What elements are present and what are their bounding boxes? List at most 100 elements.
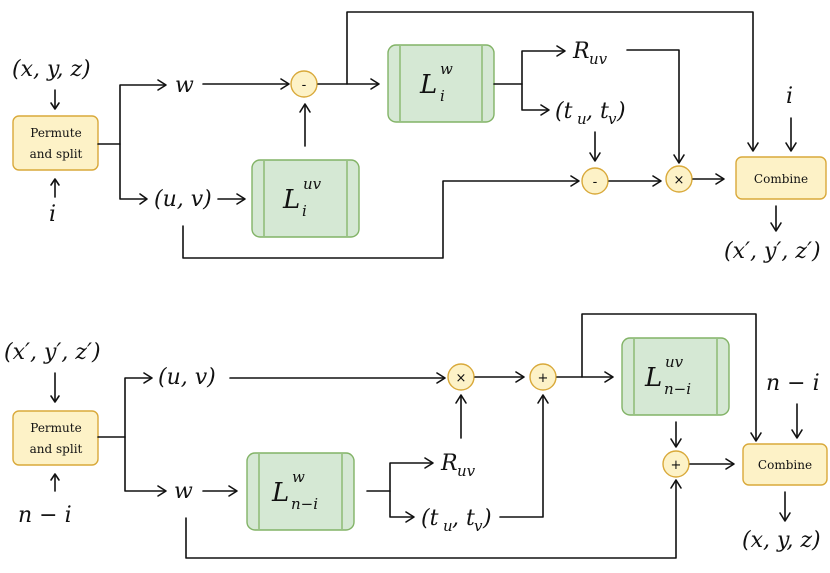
arrowhead — [455, 394, 467, 404]
bottom-combine-box — [742, 443, 828, 486]
top-t-close: ) — [616, 99, 626, 124]
top-t-comma: , t — [586, 99, 609, 124]
top-input-xyz: (x, y, z) — [12, 57, 91, 82]
arrowhead — [537, 394, 549, 404]
top-Lw-sub: i — [440, 87, 445, 105]
bottom-permute-label-1: Permute — [30, 421, 81, 435]
inverse-diagram: (x′, y′, z′) Permute and split n − i (u,… — [4, 313, 828, 559]
bottom-Luv-main: L — [644, 363, 662, 393]
arrowhead — [589, 152, 601, 162]
arrowhead — [725, 458, 735, 470]
arrowhead — [670, 438, 682, 448]
top-t-u: u — [577, 110, 587, 128]
top-R-sub: uv — [589, 50, 608, 68]
arrowhead — [515, 371, 525, 383]
wire-Lw-to-R — [493, 50, 565, 85]
bottom-plus2-op — [662, 450, 690, 478]
top-minus2-symbol: - — [593, 175, 598, 190]
bottom-plus2-symbol: + — [671, 458, 682, 473]
arrowhead — [228, 485, 238, 497]
top-minus-symbol: - — [302, 78, 307, 93]
wire-to-w — [124, 436, 166, 492]
arrowhead — [785, 142, 797, 152]
top-Lw-sup: w — [440, 60, 453, 78]
bottom-t-u: u — [443, 517, 453, 535]
top-times-symbol: × — [674, 173, 685, 188]
arrowhead — [236, 193, 246, 205]
wire-w-to-plus2 — [185, 480, 677, 559]
wire-to-uv — [119, 143, 147, 200]
bottom-plus1-symbol: + — [538, 371, 549, 386]
bottom-times-op — [447, 363, 475, 391]
wire-to-w — [97, 84, 166, 145]
bottom-output: (x, y, z) — [742, 528, 821, 553]
arrowhead — [157, 79, 167, 91]
arrowhead — [424, 457, 434, 469]
bottom-Luv-box — [621, 337, 730, 416]
bottom-t-close: ) — [482, 506, 492, 531]
arrowhead — [779, 512, 791, 522]
arrowhead — [143, 372, 153, 384]
wire-Lw-to-t — [521, 83, 549, 111]
bottom-combine-n: n − i — [766, 371, 820, 396]
top-combine-box — [735, 156, 827, 200]
bottom-Luv-sup: uv — [665, 353, 684, 371]
top-t-v: v — [608, 110, 617, 128]
bottom-plus1-op — [529, 363, 557, 391]
top-w-label: w — [175, 73, 194, 98]
bottom-Luv-sub: n−i — [664, 380, 691, 398]
arrowhead — [50, 102, 60, 110]
bottom-Lw-main: L — [271, 478, 289, 508]
top-Lw-box — [387, 44, 495, 123]
bottom-R-sub: uv — [457, 462, 476, 480]
top-times-op — [665, 165, 693, 193]
top-input-i: i — [49, 202, 56, 227]
arrowhead — [370, 78, 380, 90]
arrowhead — [405, 511, 415, 523]
top-output: (x′, y′, z′) — [724, 239, 821, 264]
top-Luv-box — [251, 159, 360, 238]
arrowhead — [50, 473, 60, 481]
bottom-t-v: v — [474, 517, 483, 535]
top-combine-i: i — [786, 84, 793, 109]
bottom-t-open: (t — [421, 506, 439, 531]
wire-skip-to-combine — [346, 11, 754, 151]
top-t-open: (t — [555, 99, 573, 124]
top-Luv-sub: i — [302, 202, 307, 220]
arrowhead — [436, 372, 446, 384]
arrowhead — [770, 222, 782, 232]
top-permute-label-1: Permute — [30, 126, 81, 140]
arrowhead — [652, 175, 662, 187]
top-Luv-main: L — [282, 185, 300, 215]
bottom-input-n: n − i — [18, 503, 72, 528]
top-permute-box — [12, 115, 99, 171]
wire-Lw-to-t — [389, 490, 414, 518]
arrowhead — [673, 154, 685, 164]
top-R-main: R — [572, 39, 590, 64]
bottom-w-label: w — [174, 479, 193, 504]
arrowhead — [540, 104, 550, 116]
arrowhead — [280, 78, 290, 90]
arrowhead — [791, 429, 803, 439]
wire-Lw-to-R — [366, 462, 433, 492]
wire-skip-to-combine — [581, 313, 757, 441]
top-minus-op — [290, 70, 318, 98]
bottom-Lw-box — [246, 452, 355, 531]
top-Luv-sup: uv — [303, 175, 322, 193]
top-combine-label: Combine — [754, 172, 808, 186]
wire-uv-to-minus2 — [182, 180, 579, 259]
arrowhead — [139, 193, 148, 205]
arrowhead — [604, 371, 614, 383]
bottom-Lw-sub: n−i — [291, 495, 318, 513]
arrowhead — [299, 103, 311, 113]
bottom-permute-box — [12, 410, 99, 466]
top-uv-label: (u, v) — [154, 187, 212, 212]
bottom-t-comma: , t — [452, 506, 475, 531]
wire-R-to-times — [626, 49, 680, 163]
bottom-Lw-sup: w — [292, 468, 305, 486]
bottom-input-xyz: (x′, y′, z′) — [4, 340, 101, 365]
arrowhead — [556, 45, 566, 57]
arrowhead — [50, 178, 60, 186]
forward-diagram: (x, y, z) Permute and split i w (u, v) -… — [12, 11, 827, 264]
